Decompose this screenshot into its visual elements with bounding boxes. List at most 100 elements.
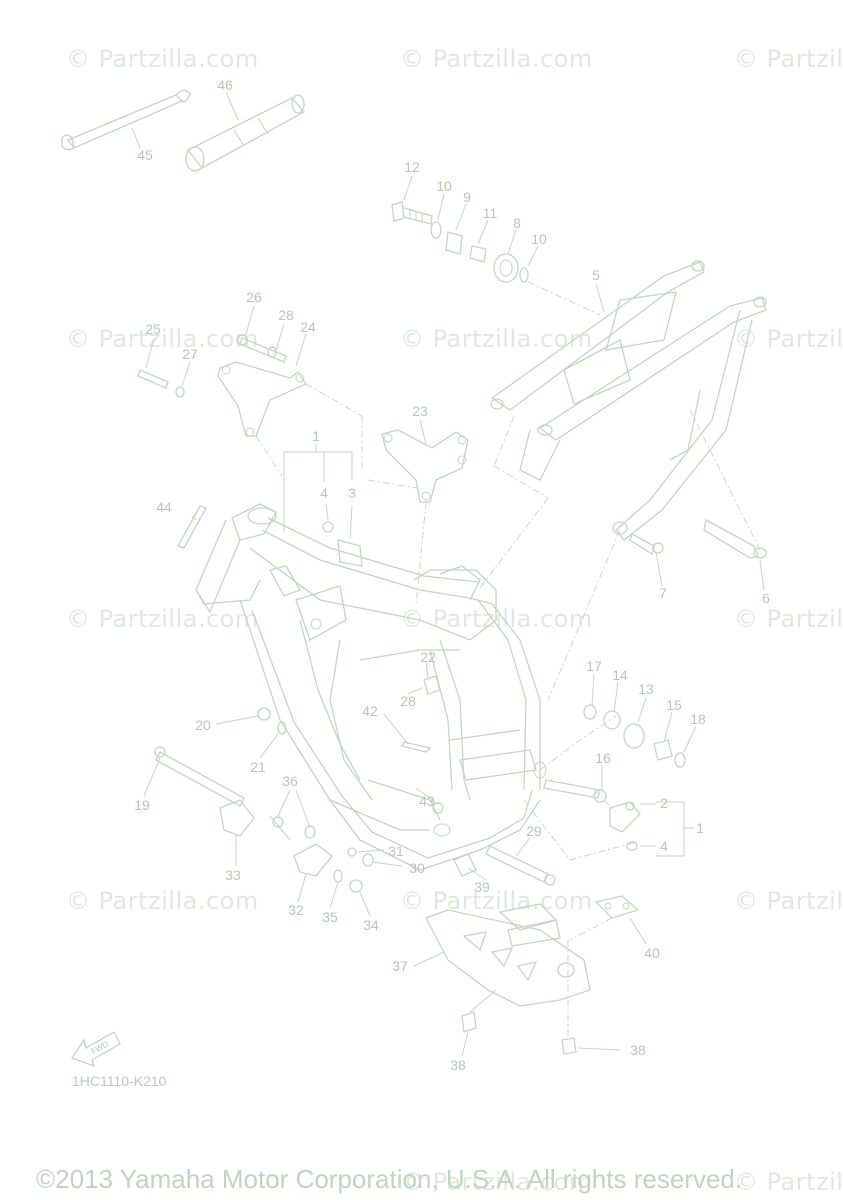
collar-drawing	[445, 231, 463, 255]
callout-7: 7	[659, 585, 667, 601]
watermark: © Partzilla.com	[400, 887, 593, 915]
callout-9: 9	[463, 189, 471, 205]
watermark: © Partzilla.com	[66, 605, 259, 633]
callout-32: 32	[288, 902, 304, 918]
callout-34: 34	[363, 917, 379, 933]
washer-drawing	[674, 752, 686, 768]
leader-lines	[131, 91, 765, 1057]
watermark: © Partzilla.com	[66, 325, 259, 353]
copyright-notice: ©2013 Yamaha Motor Corporation, U.S.A. A…	[36, 1164, 743, 1194]
callout-18: 18	[690, 711, 706, 727]
rear-subframe-drawing	[490, 260, 767, 541]
bolt-drawing	[423, 675, 441, 695]
callout-27: 27	[182, 346, 198, 362]
nut-drawing	[304, 825, 316, 839]
callout-30: 30	[409, 860, 425, 876]
callout-35: 35	[322, 909, 338, 925]
callout-4: 4	[320, 485, 328, 501]
callout-17: 17	[586, 658, 602, 674]
nut-drawing	[362, 853, 374, 867]
bolt-drawing	[703, 519, 759, 559]
callout-16: 16	[595, 750, 611, 766]
bolt-drawing	[543, 779, 601, 799]
engine-bolt-drawing	[155, 751, 245, 807]
callout-38: 38	[450, 1057, 466, 1073]
callout-25: 25	[145, 321, 161, 337]
callout-5: 5	[592, 267, 600, 283]
engine-mount-drawing	[293, 843, 333, 877]
pivot-bolt-drawing	[391, 201, 433, 225]
bushing-drawing	[493, 253, 519, 283]
collar-drawing	[347, 847, 357, 857]
callout-40: 40	[644, 945, 660, 961]
washer-drawing	[430, 221, 442, 239]
bushing-drawing	[623, 723, 645, 749]
callout-20: 20	[195, 717, 211, 733]
watermark: © Partzilla.com	[66, 45, 259, 73]
collar-drawing	[653, 739, 673, 761]
callout-8: 8	[513, 215, 521, 231]
watermark: © Partzilla.com	[734, 325, 843, 353]
callout-28: 28	[278, 307, 294, 323]
engine-bracket-drawing	[381, 429, 469, 503]
socket-tool-drawing	[185, 94, 306, 172]
skid-bolt-drawing	[561, 1037, 577, 1055]
sticker-drawing	[177, 505, 207, 549]
watermark: © Partzilla.com	[734, 45, 843, 73]
callout-10: 10	[531, 231, 547, 247]
clip-drawing	[401, 741, 432, 753]
bolt-drawing	[626, 841, 638, 851]
watermark: © Partzilla.com	[400, 45, 593, 73]
callout-22: 22	[420, 649, 436, 665]
watermark: © Partzilla.com	[734, 887, 843, 915]
watermark: © Partzilla.com	[734, 605, 843, 633]
engine-bracket-drawing	[137, 334, 307, 437]
callout-6: 6	[762, 590, 770, 606]
callout-36: 36	[282, 773, 298, 789]
callout-2: 2	[660, 795, 668, 811]
mount-plate-drawing	[594, 895, 640, 919]
forward-arrow-icon: FWD	[71, 1031, 121, 1068]
watermark: © Partzilla.com	[400, 325, 593, 353]
washer-drawing	[333, 869, 343, 883]
callout-26: 26	[246, 289, 262, 305]
bearing-drawing	[603, 710, 621, 730]
long-bolt-drawing	[485, 845, 549, 883]
engine-mount-drawing	[219, 799, 255, 837]
callout-31: 31	[388, 843, 404, 859]
nut-drawing	[257, 707, 271, 721]
bolt-drawing	[349, 879, 363, 893]
callout-11: 11	[483, 205, 498, 221]
callout-13: 13	[638, 681, 654, 697]
callout-29: 29	[526, 823, 542, 839]
spacer-drawing	[469, 245, 487, 263]
callout-44: 44	[156, 499, 172, 515]
bolt-drawing	[432, 802, 444, 814]
callout-4: 4	[660, 838, 668, 854]
callout-1: 1	[696, 820, 704, 836]
bracket-drawing	[453, 853, 477, 877]
callout-21: 21	[250, 759, 266, 775]
nut-drawing	[583, 704, 597, 720]
bracket-drawing	[337, 539, 363, 567]
callout-15: 15	[666, 697, 682, 713]
watermark: © Partzilla.com	[734, 1168, 843, 1196]
bolt-drawing	[629, 533, 655, 556]
forward-arrow-label: FWD	[90, 1039, 111, 1056]
callout-38: 38	[630, 1042, 646, 1058]
callout-12: 12	[404, 159, 420, 175]
callout-42: 42	[362, 703, 378, 719]
bracket-drawing	[609, 801, 641, 833]
callout-labels: 45 4 6 12 10 9 11 8 10 5 26 28 2 4 25 27 2…	[134, 77, 770, 1073]
skid-plate-drawing	[425, 903, 591, 1007]
callout-28: 28	[400, 693, 416, 709]
washer-drawing	[519, 267, 529, 283]
diagram-reference-code: 1HC1110-K210	[72, 1073, 167, 1089]
callout-45: 45	[137, 147, 153, 163]
washer-drawing	[272, 816, 284, 828]
watermark: © Partzilla.com	[66, 887, 259, 915]
callout-10: 10	[436, 178, 452, 194]
bolt-drawing	[322, 521, 334, 533]
washer-drawing	[277, 721, 287, 735]
main-frame-drawing	[195, 503, 547, 871]
